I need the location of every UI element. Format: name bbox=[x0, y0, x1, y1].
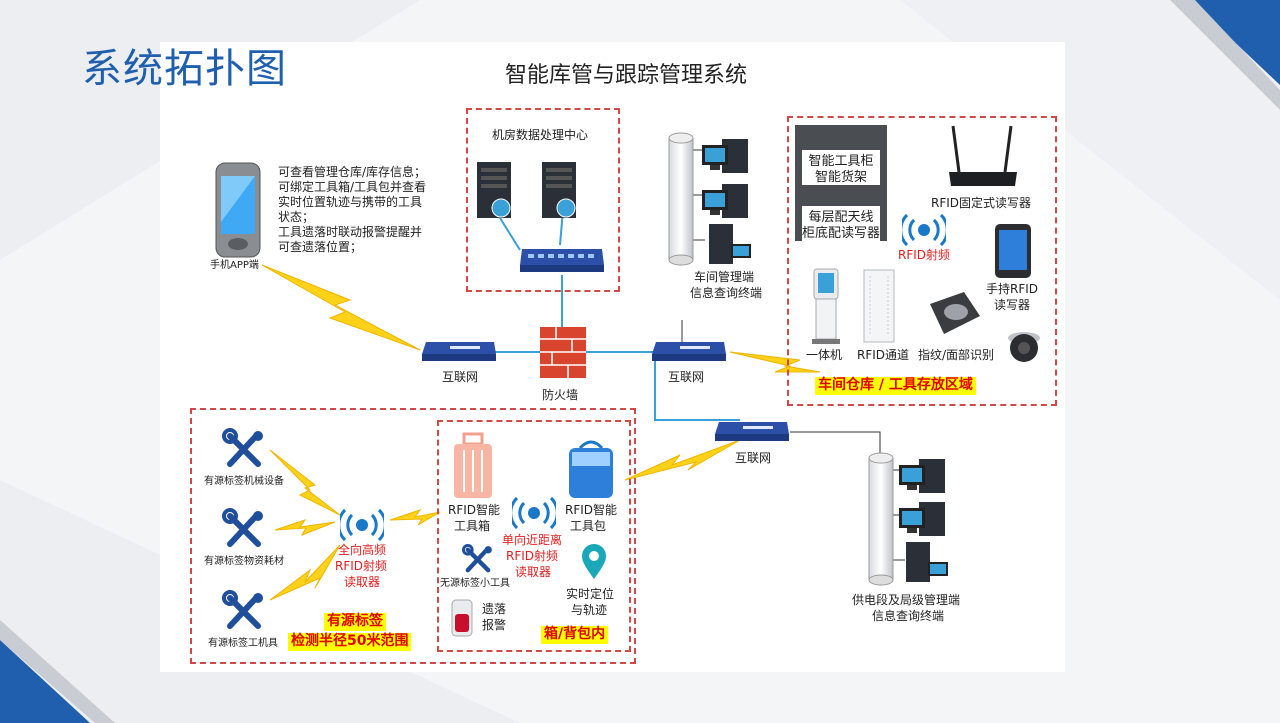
active-item-2-label: 有源标签物资耗材 bbox=[204, 556, 284, 567]
active-reader-label-3: 读取器 bbox=[344, 575, 381, 589]
box-zone-label: 箱/背包内 bbox=[541, 626, 609, 644]
supply-terminal-label-1: 供电段及局级管理端 bbox=[852, 593, 961, 607]
active-zone-label-2: 检测半径50米范围 bbox=[288, 633, 412, 651]
cabinet-label-1: 智能工具柜 bbox=[802, 150, 880, 169]
rfid-wave-icon bbox=[512, 496, 556, 530]
firewall-label: 防火墙 bbox=[542, 388, 579, 402]
backbone-pillar-icon bbox=[868, 452, 894, 586]
camera-icon bbox=[1008, 332, 1040, 362]
internet-label-3: 互联网 bbox=[735, 451, 772, 465]
toolbag-label-1: RFID智能 bbox=[565, 503, 618, 517]
internet-label-2: 互联网 bbox=[668, 370, 705, 384]
antenna-label-1: 每层配天线 bbox=[802, 206, 880, 225]
internet-switch-icon bbox=[422, 342, 496, 361]
active-item-1-label: 有源标签机械设备 bbox=[204, 476, 284, 487]
box-zone bbox=[437, 420, 631, 652]
workstation-icon bbox=[906, 542, 948, 582]
location-pin-icon bbox=[582, 544, 606, 579]
internet-switch-icon bbox=[715, 422, 789, 441]
internet-switch-icon bbox=[652, 342, 726, 361]
lightning-active-2 bbox=[274, 519, 336, 536]
mobile-phone-icon bbox=[215, 162, 261, 258]
tools-icon bbox=[222, 590, 263, 629]
datacenter-label: 机房数据处理中心 bbox=[492, 128, 589, 142]
box-reader-label-3: 读取器 bbox=[515, 565, 552, 579]
active-item-3-label: 有源标签工机具 bbox=[208, 638, 278, 649]
backbone-pillar-icon bbox=[668, 132, 694, 266]
network-switch-icon bbox=[520, 249, 604, 272]
warehouse-zone-label: 车间仓库 / 工具存放区域 bbox=[815, 377, 976, 395]
lightning-warehouse bbox=[729, 351, 821, 373]
kiosk-label: 一体机 bbox=[806, 348, 843, 362]
workstation-icon bbox=[702, 139, 748, 173]
alarm-label-1: 遗落 bbox=[482, 602, 507, 616]
lightning-mobile bbox=[261, 264, 421, 351]
biometric-label: 指纹/面部识别 bbox=[918, 348, 995, 362]
toolbox-label-2: 工具箱 bbox=[454, 519, 491, 533]
active-zone-label-1: 有源标签 bbox=[324, 613, 386, 631]
tools-icon bbox=[222, 508, 263, 547]
server-icon bbox=[542, 162, 576, 218]
internet-label-1: 互联网 bbox=[442, 370, 479, 384]
workshop-terminal-label-1: 车间管理端 bbox=[694, 270, 755, 284]
workstation-icon bbox=[899, 502, 945, 536]
passive-tool-label: 无源标签小工具 bbox=[440, 578, 510, 589]
box-reader-label-2: RFID射频 bbox=[506, 549, 559, 563]
supply-terminal-label-2: 信息查询终端 bbox=[872, 609, 945, 623]
server-icon bbox=[477, 162, 511, 218]
fixed-reader-label: RFID固定式读写器 bbox=[931, 196, 1032, 210]
channel-label: RFID通道 bbox=[857, 348, 910, 362]
firewall-icon bbox=[540, 327, 586, 378]
active-reader-label-1: 全向高频 bbox=[338, 543, 387, 557]
workshop-terminal-label-2: 信息查询终端 bbox=[690, 286, 763, 300]
workstation-icon bbox=[899, 459, 945, 493]
datacenter-zone bbox=[466, 108, 620, 292]
diagram-title: 智能库管与跟踪管理系统 bbox=[505, 63, 748, 88]
handheld-label-1: 手持RFID bbox=[986, 282, 1039, 296]
cabinet-label-2: 智能货架 bbox=[802, 166, 880, 185]
lightning-box-reader bbox=[389, 509, 441, 526]
toolbox-icon bbox=[454, 432, 492, 498]
warehouse-zone bbox=[787, 116, 1057, 406]
handheld-reader-icon bbox=[995, 224, 1031, 278]
kiosk-icon bbox=[812, 268, 840, 344]
handheld-label-2: 读写器 bbox=[994, 298, 1031, 312]
rfid-channel-icon bbox=[863, 269, 895, 343]
box-reader-label-1: 单向近距离 bbox=[502, 533, 563, 547]
slide-title: 系统拓扑图 bbox=[82, 46, 287, 92]
workstation-icon bbox=[702, 184, 748, 218]
fingerprint-reader-icon bbox=[930, 292, 980, 334]
mobile-description: 可查看管理仓库/库存信息； 可绑定工具箱/工具包并查看 实时位置轨迹与携带的工具… bbox=[278, 165, 427, 254]
lightning-active-3 bbox=[269, 544, 341, 601]
active-reader-label-2: RFID射频 bbox=[335, 559, 388, 573]
rfid-wave-icon bbox=[340, 508, 384, 542]
alarm-label-2: 报警 bbox=[482, 618, 507, 632]
active-tag-zone bbox=[190, 408, 636, 664]
link-firewall-internet3 bbox=[654, 352, 740, 421]
toolbag-icon bbox=[569, 440, 613, 498]
alarm-tag-icon bbox=[451, 599, 473, 637]
rfid-wave-icon bbox=[902, 213, 946, 247]
toolbox-label-1: RFID智能 bbox=[448, 503, 501, 517]
antenna-label-2: 柜底配读写器 bbox=[802, 222, 880, 241]
tools-icon bbox=[222, 428, 263, 467]
mobile-label: 手机APP端 bbox=[210, 260, 259, 271]
lightning-box bbox=[624, 439, 741, 481]
locate-label-1: 实时定位 bbox=[566, 587, 615, 601]
rfid-rf-label: RFID射频 bbox=[898, 248, 951, 262]
workstation-icon bbox=[709, 224, 751, 264]
toolbag-label-2: 工具包 bbox=[570, 519, 607, 533]
fixed-reader-icon bbox=[949, 125, 1017, 186]
locate-label-2: 与轨迹 bbox=[571, 603, 608, 617]
tools-icon bbox=[462, 544, 492, 573]
